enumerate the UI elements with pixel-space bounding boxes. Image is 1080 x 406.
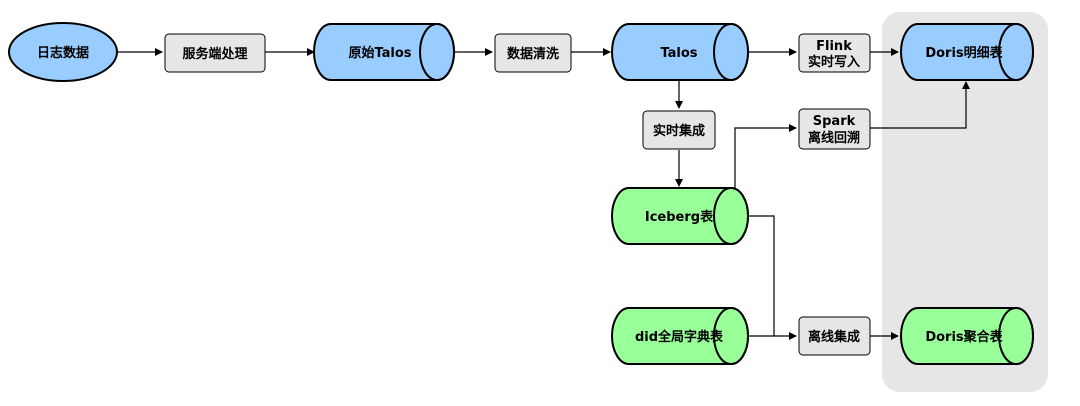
node-spark-backfill-label-1: Spark xyxy=(813,114,856,129)
node-server-processing: 服务端处理 xyxy=(164,33,266,73)
node-log-data-label: 日志数据 xyxy=(37,45,89,61)
edge-iceberg-to-spark xyxy=(734,124,797,188)
node-doris-agg: Doris聚合表 xyxy=(900,307,1034,365)
node-data-cleaning: 数据清洗 xyxy=(494,33,572,73)
node-doris-agg-label: Doris聚合表 xyxy=(925,329,1003,345)
node-server-processing-label: 服务端处理 xyxy=(182,46,247,62)
node-did-dict-label: did全局字典表 xyxy=(635,329,724,345)
node-raw-talos-label: 原始Talos xyxy=(348,45,411,61)
node-flink-write-label-2: 实时写入 xyxy=(808,54,860,70)
node-iceberg-label: Iceberg表 xyxy=(645,209,714,225)
node-spark-backfill: Spark 离线回溯 xyxy=(798,108,871,150)
node-talos-label: Talos xyxy=(660,46,697,61)
edge-spark-to-dorisdetail xyxy=(870,81,970,129)
node-raw-talos: 原始Talos xyxy=(313,23,455,81)
node-offline-integration-label: 离线集成 xyxy=(808,329,860,345)
node-doris-detail-label: Doris明细表 xyxy=(925,45,1003,61)
node-offline-integration: 离线集成 xyxy=(798,316,871,356)
node-log-data: 日志数据 xyxy=(8,22,118,82)
node-doris-detail: Doris明细表 xyxy=(900,23,1034,81)
node-realtime-integration-label: 实时集成 xyxy=(653,123,705,139)
node-did-dict: did全局字典表 xyxy=(611,307,749,365)
node-data-cleaning-label: 数据清洗 xyxy=(507,46,559,62)
node-realtime-integration: 实时集成 xyxy=(642,110,716,150)
edge-iceberg-to-offline xyxy=(748,215,797,340)
node-talos: Talos xyxy=(611,23,749,81)
node-flink-write-label-1: Flink xyxy=(816,39,852,54)
node-flink-write: Flink 实时写入 xyxy=(798,33,871,73)
doris-group-background xyxy=(882,12,1048,392)
node-spark-backfill-label-2: 离线回溯 xyxy=(808,130,860,146)
node-iceberg: Iceberg表 xyxy=(611,187,749,245)
